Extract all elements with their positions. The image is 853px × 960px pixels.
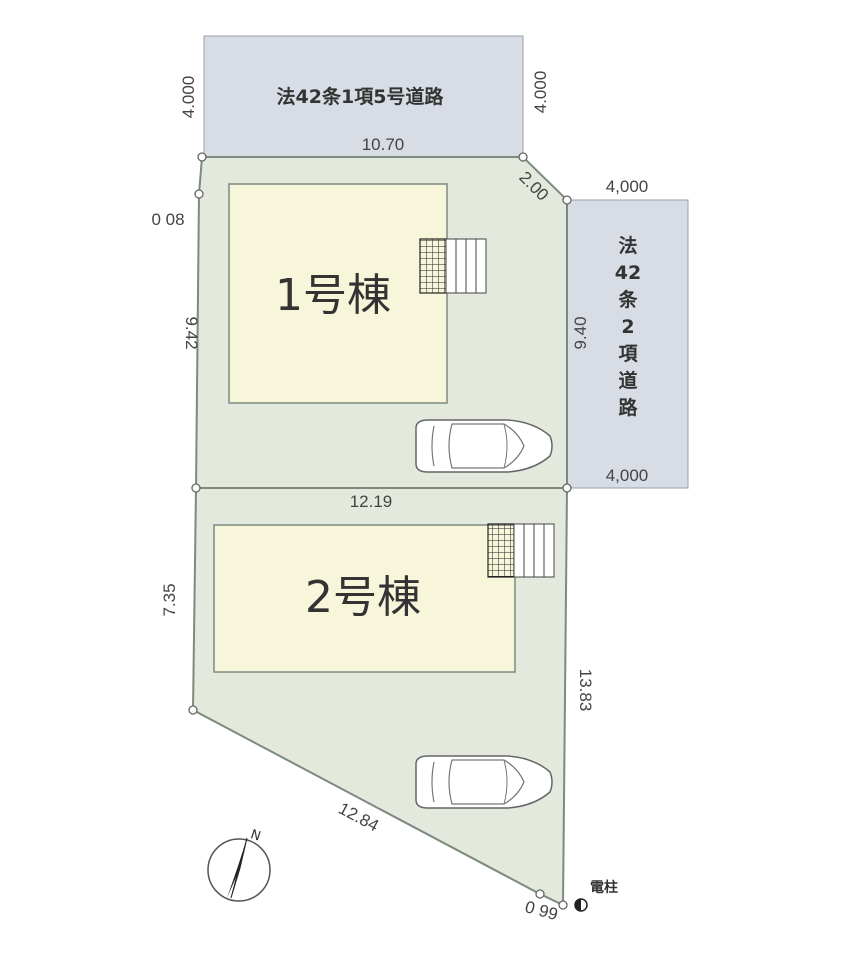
building-2 — [213, 524, 516, 673]
utility-pole-icon — [574, 898, 588, 912]
svg-text:42: 42 — [615, 262, 641, 284]
dim-north-road-left: 4.000 — [179, 76, 198, 119]
dim-shared-boundary: 12.19 — [350, 492, 393, 511]
entrance-stairs-2 — [487, 523, 555, 578]
svg-text:2: 2 — [621, 316, 634, 338]
svg-text:項: 項 — [618, 343, 638, 365]
dim-offset-top-left: 0 08 — [151, 210, 184, 229]
dim-lot2-east: 13.83 — [576, 669, 595, 712]
north-label: N — [249, 827, 263, 844]
north-arrow-icon — [207, 837, 271, 902]
dim-lot1-north: 10.70 — [362, 135, 405, 154]
entrance-stairs-1 — [419, 238, 487, 294]
dim-lot1-west: 9.42 — [182, 316, 201, 349]
svg-text:法: 法 — [618, 234, 637, 257]
car-icon — [415, 419, 553, 473]
boundary-markers — [188, 152, 572, 910]
svg-text:道: 道 — [618, 369, 637, 392]
dim-north-road-right: 4.000 — [531, 71, 550, 114]
building-1-label: 1号棟 — [275, 270, 391, 321]
north-road-label: 法42条1項5号道路 — [277, 85, 445, 108]
east-road-label: 法 42 条 2 項 道 路 — [615, 234, 641, 419]
svg-text:条: 条 — [618, 288, 638, 311]
dim-lot2-west: 7.35 — [160, 583, 179, 616]
dim-east-road-bottom: 4,000 — [606, 466, 649, 485]
car-icon — [415, 755, 553, 809]
dim-lot1-east: 9.40 — [571, 316, 590, 349]
svg-text:路: 路 — [618, 396, 638, 419]
building-2-label: 2号棟 — [305, 572, 421, 623]
utility-pole-label: 電柱 — [590, 879, 618, 896]
dim-east-road-top: 4,000 — [606, 177, 649, 196]
